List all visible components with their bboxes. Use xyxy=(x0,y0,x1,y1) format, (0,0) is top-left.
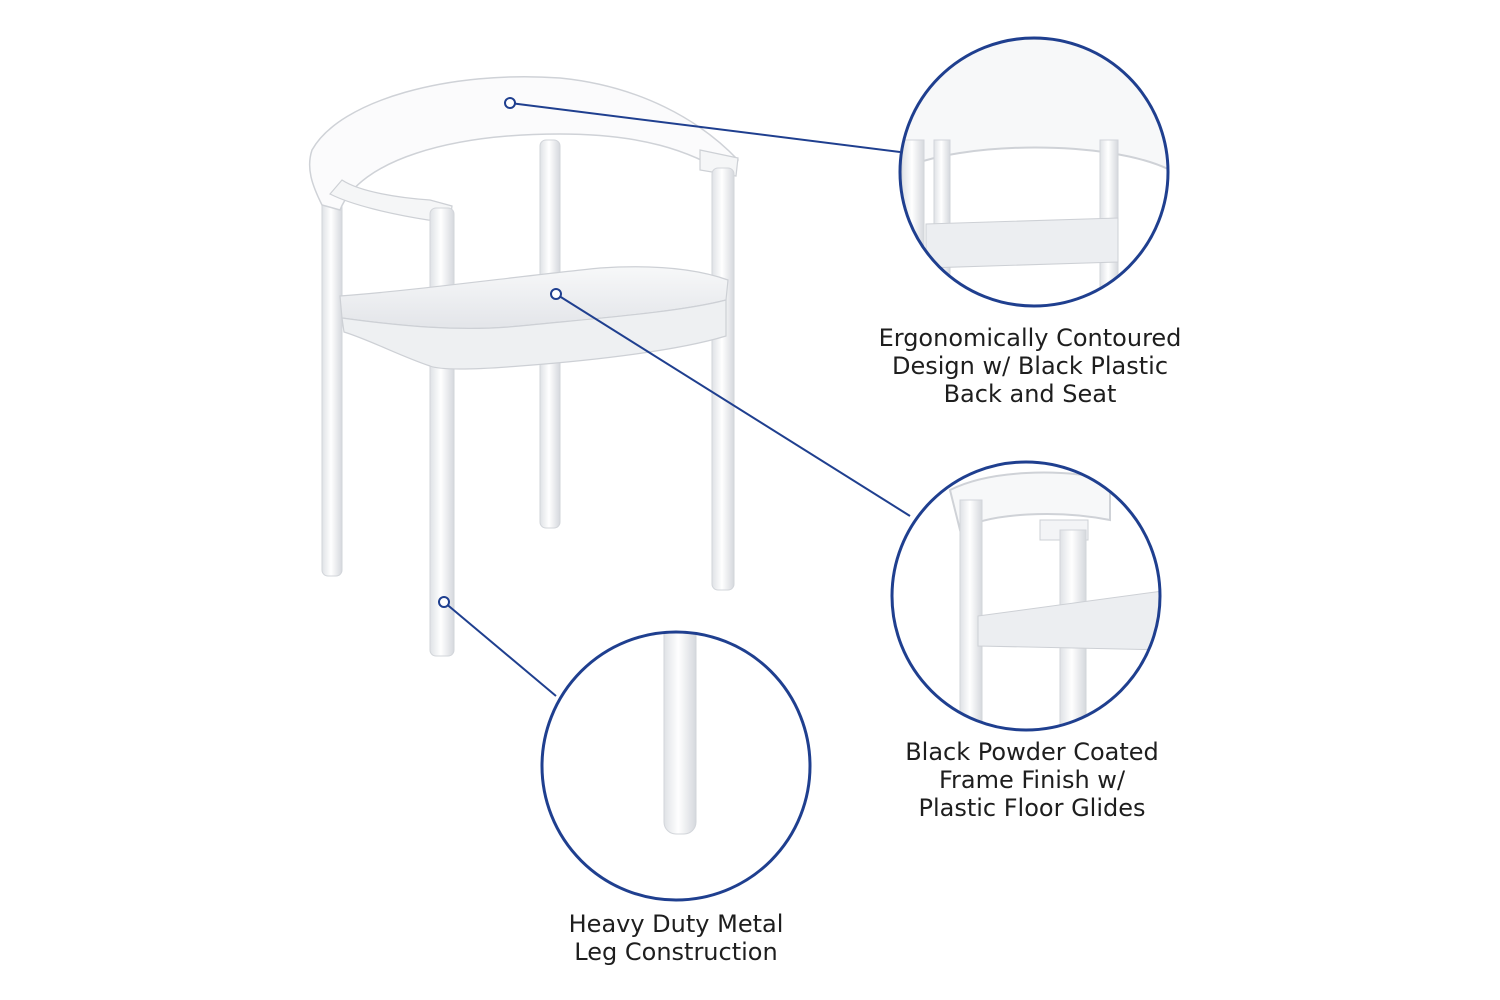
chair-backrest xyxy=(308,75,739,211)
callout-dot-backrest xyxy=(504,97,516,109)
caption-line: Design w/ Black Plastic xyxy=(891,352,1169,380)
callout-ring-leg xyxy=(540,630,812,902)
chair xyxy=(308,75,739,657)
callout-frame-finish xyxy=(550,288,1162,732)
caption-line: Back and Seat xyxy=(943,380,1117,408)
zoom-leg-image xyxy=(542,632,810,900)
caption-line: Ergonomically Contoured xyxy=(878,324,1182,352)
zoom-backrest-image xyxy=(900,38,1168,306)
caption-line: Leg Construction xyxy=(574,938,778,966)
caption-line: Black Powder Coated xyxy=(905,738,1159,766)
caption-line: Plastic Floor Glides xyxy=(918,794,1146,822)
caption-frame-finish: Black Powder Coated Frame Finish w/ Plas… xyxy=(842,738,1222,822)
callout-dot-leg xyxy=(438,596,450,608)
caption-leg-construction: Heavy Duty Metal Leg Construction xyxy=(486,910,866,966)
leader-line-seat xyxy=(555,293,911,517)
caption-line: Frame Finish w/ xyxy=(938,766,1126,794)
chair-front-leg-left xyxy=(429,207,455,657)
zoom-armrest-image xyxy=(892,462,1160,730)
leader-line-leg xyxy=(443,601,557,697)
chair-front-leg-right xyxy=(711,167,735,591)
chair-back-leg-left xyxy=(321,179,343,577)
callout-ring-frame xyxy=(890,460,1162,732)
callout-dot-seat xyxy=(550,288,562,300)
chair-seat-front-edge xyxy=(341,299,727,370)
leader-line-backrest xyxy=(509,102,901,153)
caption-back-and-seat: Ergonomically Contoured Design w/ Black … xyxy=(840,324,1220,408)
caption-line: Heavy Duty Metal xyxy=(568,910,784,938)
callout-leg-construction xyxy=(438,596,812,902)
callout-ring-backrest xyxy=(898,36,1170,308)
